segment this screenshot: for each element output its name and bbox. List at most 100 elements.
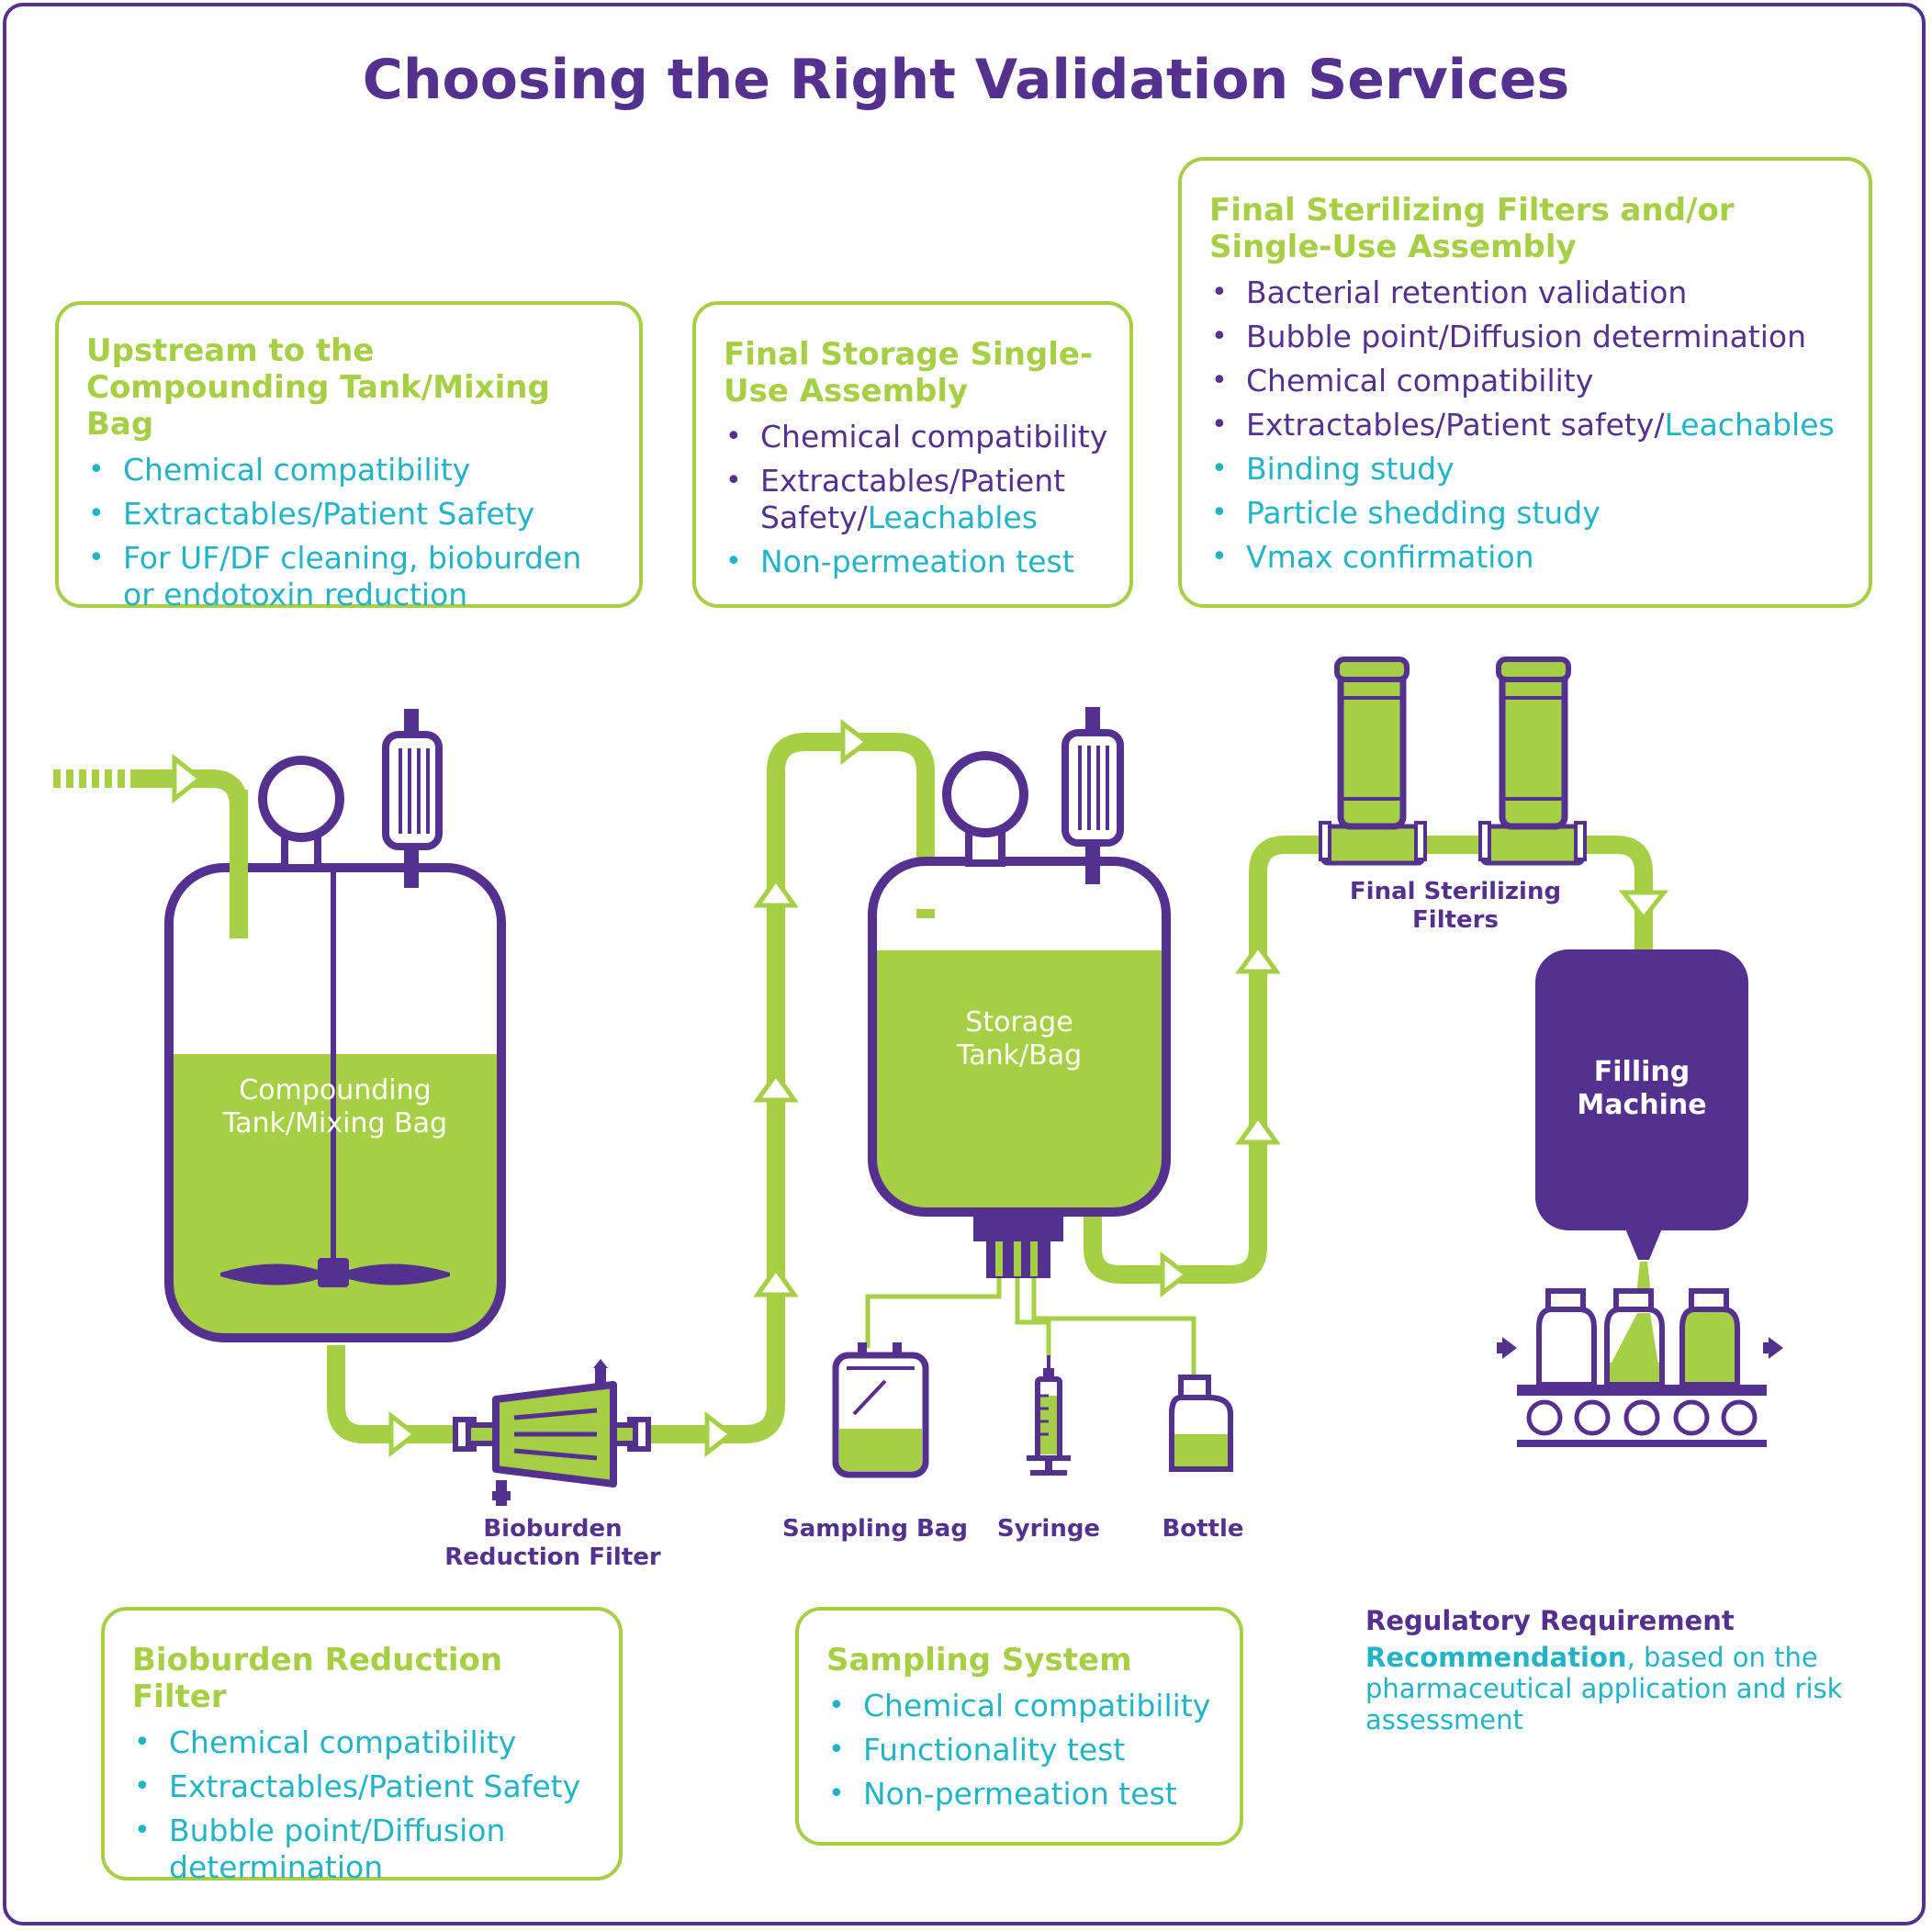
box-final-sterilizing: Final Sterilizing Filters and/or Single-… xyxy=(1178,157,1872,608)
mixer-blade-left xyxy=(220,1263,321,1285)
sampling-bag-graphic xyxy=(832,1342,929,1478)
bullet-text: Extractables/Patient Safety/ xyxy=(760,463,1066,535)
legend-recommendation-bold: Recommendation xyxy=(1365,1642,1627,1673)
bullet-text: Chemical compatibility xyxy=(863,1688,1211,1723)
bullet-item: Chemical compatibility xyxy=(1209,363,1850,399)
bullet-item: Bubble point/Diffusion determination xyxy=(1209,319,1850,355)
bullet-text: Extractables/Patient Safety xyxy=(169,1768,581,1804)
bullet-item: Particle shedding study xyxy=(1209,495,1850,532)
vial-2 xyxy=(1604,1288,1665,1387)
bullet-text: Binding study xyxy=(1246,451,1455,487)
bullet-text: Particle shedding study xyxy=(1246,495,1601,531)
legend-recommendation-rest: , based on the pharmaceutical applicatio… xyxy=(1365,1642,1843,1735)
box-final-storage: Final Storage Single-Use Assembly Chemic… xyxy=(692,301,1133,608)
bullet-text: Non-permeation test xyxy=(760,544,1074,579)
arrow-to-filter xyxy=(388,1410,420,1458)
inlet-dashes xyxy=(53,769,176,788)
bullet-item: Extractables/Patient Safety xyxy=(86,496,613,533)
bullet-item: Extractables/Patient Safety/Leachables xyxy=(724,463,1111,536)
bullet-item: Vmax confirmation xyxy=(1209,539,1850,576)
box-final-storage-list: Chemical compatibilityExtractables/Patie… xyxy=(724,419,1111,580)
sterilizing-filter-1 xyxy=(1319,657,1427,866)
final-sterilizing-filters-graphic xyxy=(1319,657,1587,866)
sampling-lines xyxy=(865,1276,1196,1377)
bullet-text: Chemical compatibility xyxy=(1246,363,1594,399)
storage-tank-label: Storage Tank/Bag xyxy=(956,1006,1083,1072)
bullet-text: For UF/DF cleaning, bioburden or endotox… xyxy=(123,540,582,612)
bullet-item: Bacterial retention validation xyxy=(1209,275,1850,311)
bottle-label: Bottle xyxy=(1162,1515,1244,1543)
bullet-item: Chemical compatibility xyxy=(132,1724,601,1761)
bullet-text: Bacterial retention validation xyxy=(1246,275,1688,310)
final-filters-label: Final Sterilizing Filters xyxy=(1349,878,1562,934)
sterilizing-filter-2 xyxy=(1478,657,1587,866)
arrow-up-4 xyxy=(1235,1112,1281,1145)
bullet-item: Chemical compatibility xyxy=(724,419,1111,455)
box-bioburden: Bioburden Reduction Filter Chemical comp… xyxy=(101,1607,623,1885)
bullet-item: Extractables/Patient Safety xyxy=(132,1768,601,1805)
filling-machine-label: Filling Machine xyxy=(1577,1056,1707,1121)
bullet-text: Vmax confirmation xyxy=(1246,539,1534,575)
bullet-text: Bubble point/Diffusion determination xyxy=(169,1813,506,1885)
box-upstream-list: Chemical compatibilityExtractables/Patie… xyxy=(86,452,613,613)
vent-filter-2 xyxy=(1061,729,1124,847)
bullet-text: Chemical compatibility xyxy=(123,452,471,488)
bottle-graphic xyxy=(1169,1375,1233,1472)
pipe-tank1-to-filter xyxy=(327,1345,459,1443)
arrow-after-filter xyxy=(704,1410,736,1458)
bullet-item: For UF/DF cleaning, bioburden or endotox… xyxy=(86,540,613,613)
bullet-item: Bubble point/Diffusion determination xyxy=(132,1813,601,1886)
syringe-label: Syringe xyxy=(996,1515,1101,1543)
box-sampling-heading: Sampling System xyxy=(826,1642,1132,1678)
box-bioburden-list: Chemical compatibilityExtractables/Patie… xyxy=(132,1724,601,1886)
bullet-item: Extractables/Patient safety/Leachables xyxy=(1209,407,1850,443)
pressure-gauge-1 xyxy=(258,756,344,842)
arrow-up-1 xyxy=(753,1264,799,1297)
flow-arrows xyxy=(172,718,1669,1458)
bioburden-filter-label: Bioburden Reduction Filter xyxy=(444,1515,661,1571)
legend-recommendation: Recommendation, based on the pharmaceuti… xyxy=(1365,1642,1880,1735)
pressure-gauge-2 xyxy=(942,751,1028,837)
pipe-storage-to-filling xyxy=(1084,836,1653,1284)
bullet-item: Functionality test xyxy=(826,1732,1221,1768)
mixer-blade-right xyxy=(345,1263,450,1285)
sampling-bag-label: Sampling Bag xyxy=(782,1515,968,1543)
compounding-tank-label: Compounding Tank/Mixing Bag xyxy=(222,1074,448,1140)
arrow-after-storage xyxy=(1160,1251,1191,1298)
legend-requirement: Regulatory Requirement xyxy=(1365,1605,1735,1636)
filling-machine-graphic xyxy=(1535,949,1748,1311)
bullet-text: Chemical compatibility xyxy=(169,1724,517,1760)
bullet-text: Extractables/Patient Safety xyxy=(123,496,535,532)
box-final-sterilizing-list: Bacterial retention validationBubble poi… xyxy=(1209,275,1850,576)
vial-1 xyxy=(1536,1288,1597,1387)
arrow-up-5 xyxy=(1235,941,1281,974)
box-sampling: Sampling System Chemical compatibilityFu… xyxy=(795,1607,1243,1846)
bullet-text: Bubble point/Diffusion determination xyxy=(1246,319,1807,354)
bullet-text: Non-permeation test xyxy=(863,1776,1177,1812)
vial-3 xyxy=(1679,1288,1740,1387)
bullet-item: Binding study xyxy=(1209,451,1850,488)
arrow-inlet xyxy=(172,753,205,804)
legend: Regulatory Requirement Recommendation, b… xyxy=(1365,1605,1880,1735)
box-upstream-heading: Upstream to the Compounding Tank/Mixing … xyxy=(86,332,550,443)
box-sampling-list: Chemical compatibilityFunctionality test… xyxy=(826,1688,1221,1813)
box-final-sterilizing-heading: Final Sterilizing Filters and/or Single-… xyxy=(1209,192,1735,265)
bullet-item: Non-permeation test xyxy=(826,1776,1221,1813)
page-title: Choosing the Right Validation Services xyxy=(362,48,1570,112)
bullet-extra-text: Leachables xyxy=(867,500,1038,535)
arrow-up-3 xyxy=(753,875,799,908)
bullet-item: Chemical compatibility xyxy=(826,1688,1221,1724)
conveyor-graphic xyxy=(1497,1288,1783,1447)
arrow-top xyxy=(840,718,871,766)
arrow-up-2 xyxy=(753,1070,799,1103)
pipes xyxy=(174,733,1653,1443)
sampling-manifold xyxy=(973,1214,1063,1241)
bullet-extra-text: Leachables xyxy=(1664,407,1835,443)
compounding-tank xyxy=(164,709,506,1342)
syringe-graphic xyxy=(1027,1355,1071,1476)
outer-frame xyxy=(3,3,1926,1925)
bullet-text: Extractables/Patient safety/ xyxy=(1246,407,1665,443)
bioburden-filter xyxy=(453,1359,651,1506)
box-bioburden-heading: Bioburden Reduction Filter xyxy=(132,1642,503,1715)
